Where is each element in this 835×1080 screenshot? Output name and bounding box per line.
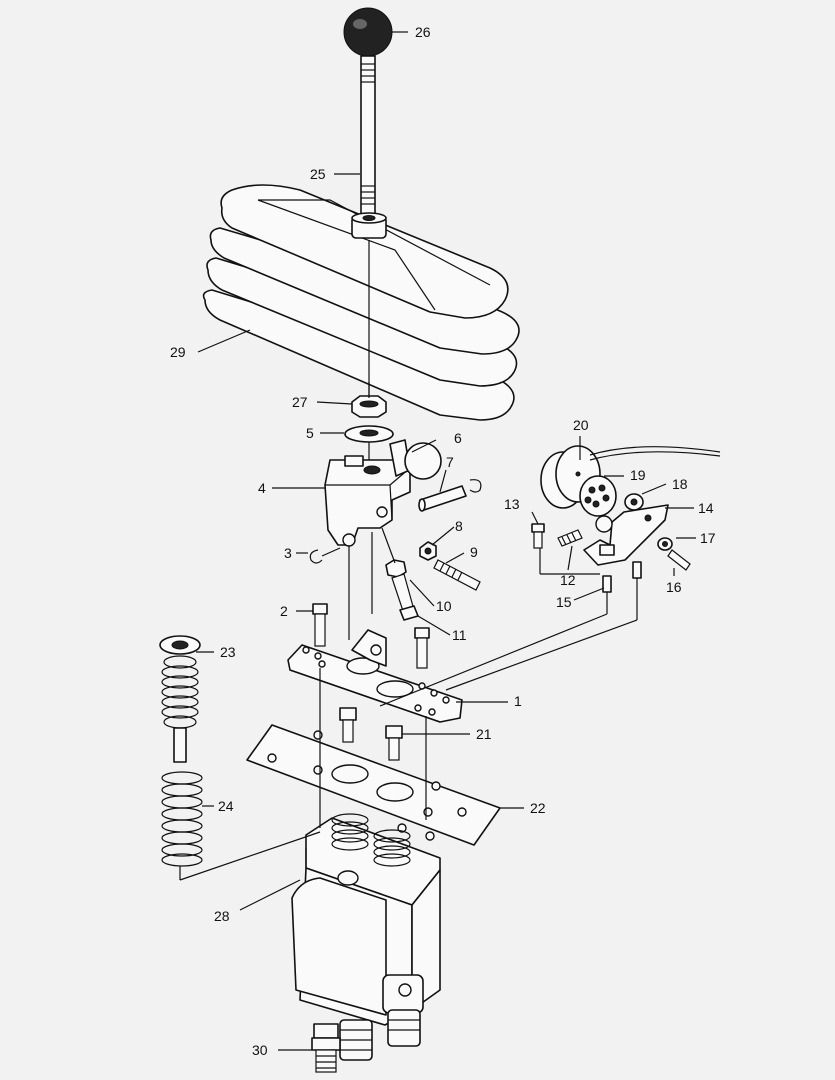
washer-part-5 (344, 425, 394, 443)
label-20: 20 (573, 417, 589, 433)
pin-part-7 (418, 479, 482, 512)
label-2: 2 (280, 603, 288, 619)
bolt-part-11 (391, 573, 419, 621)
label-11: 11 (452, 627, 467, 643)
label-6: 6 (454, 430, 462, 446)
bellows-boot-part-29 (202, 184, 520, 421)
label-16: 16 (666, 579, 682, 595)
label-18: 18 (672, 476, 688, 492)
bolts-part-21 (339, 707, 403, 761)
base-plate-part-1 (287, 629, 463, 723)
label-1: 1 (514, 693, 522, 709)
disc-part-19 (579, 475, 617, 517)
label-23: 23 (220, 644, 236, 660)
label-27: 27 (292, 394, 308, 410)
screw-part-9 (433, 559, 481, 591)
pins-part-15 (602, 561, 642, 593)
plunger-spring-part-23 (159, 635, 201, 763)
label-25: 25 (310, 166, 326, 182)
label-29: 29 (170, 344, 186, 360)
nut-part-18 (624, 493, 644, 511)
label-12: 12 (560, 572, 576, 588)
label-17: 17 (700, 530, 716, 546)
label-22: 22 (530, 800, 546, 816)
bracket-part-14 (583, 504, 669, 566)
bolt-part-11b (414, 627, 430, 669)
spring-part-24 (161, 771, 203, 867)
nut-part-8 (419, 541, 437, 561)
label-5: 5 (306, 425, 314, 441)
label-4: 4 (258, 480, 266, 496)
valve-body-part-28 (291, 813, 441, 1061)
switch-part-20 (540, 445, 721, 509)
label-15: 15 (556, 594, 572, 610)
assembly-lines (179, 240, 638, 881)
nut-part-10 (381, 527, 407, 578)
knob-part-26 (343, 7, 393, 57)
lever-bracket-part-4 (324, 455, 411, 547)
label-21: 21 (476, 726, 492, 742)
bolt-part-2 (312, 603, 328, 647)
label-8: 8 (455, 518, 463, 534)
pin-cap-part-6 (389, 439, 442, 480)
label-26: 26 (415, 24, 431, 40)
screw-part-12 (557, 529, 583, 547)
label-13: 13 (504, 496, 520, 512)
label-14: 14 (698, 500, 714, 516)
label-9: 9 (470, 544, 478, 560)
label-10: 10 (436, 598, 452, 614)
circlip-part-3 (309, 547, 341, 564)
label-19: 19 (630, 467, 646, 483)
label-24: 24 (218, 798, 234, 814)
label-3: 3 (284, 545, 292, 561)
fitting-part-30 (311, 1023, 341, 1073)
gasket-plate-part-22 (246, 724, 501, 846)
label-30: 30 (252, 1042, 268, 1058)
screw-part-16 (667, 549, 691, 571)
screw-part-13 (531, 523, 545, 549)
lever-rod-part-25 (360, 55, 376, 217)
label-7: 7 (446, 454, 454, 470)
label-28: 28 (214, 908, 230, 924)
washer-part-17 (657, 537, 673, 551)
label-leaders (196, 31, 696, 1051)
